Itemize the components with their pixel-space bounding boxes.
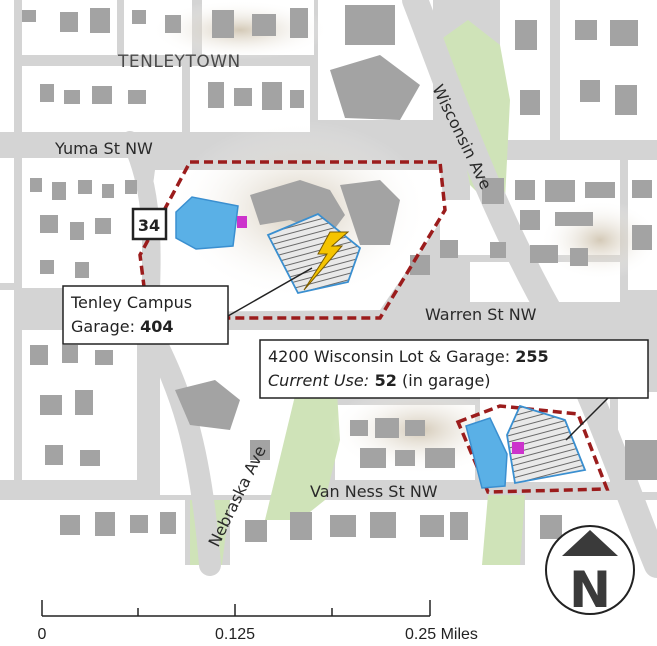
route-shield-number: 34 (138, 216, 160, 235)
tenley-callout-leader (227, 267, 313, 317)
scale-bar (41, 600, 431, 617)
tenley-marker (237, 216, 247, 228)
route-shield: 34 (131, 207, 168, 241)
tenley-callout: Tenley Campus Garage: 404 (62, 285, 229, 345)
wisconsin-surface-lot (465, 417, 508, 489)
wisconsin-callout-current-use: Current Use: 52 (in garage) (268, 371, 491, 390)
buildings (22, 5, 657, 542)
lightning-bolt-icon (303, 231, 350, 291)
street-label-van-ness: Van Ness St NW (310, 482, 438, 501)
wisconsin-callout-title: 4200 Wisconsin Lot & Garage: 255 (268, 347, 549, 366)
tenley-campus-boundary (138, 160, 447, 320)
scale-tick-mid: 0.125 (215, 626, 255, 643)
scale-tick-0: 0 (38, 626, 47, 643)
tenley-callout-capacity: Garage: 404 (71, 317, 173, 336)
street-label-yuma: Yuma St NW (54, 139, 153, 158)
tenley-surface-lot (175, 196, 239, 250)
wisconsin-marker (512, 442, 524, 454)
wisconsin-garage (506, 404, 587, 485)
wisconsin-callout-leader (565, 397, 609, 441)
scale-tick-end: 0.25 Miles (405, 626, 478, 643)
street-label-warren: Warren St NW (425, 305, 537, 324)
north-arrow-icon: N (545, 525, 635, 619)
tenley-callout-title: Tenley Campus (70, 293, 192, 312)
north-arrow-letter: N (569, 561, 611, 619)
neighborhood-label: TENLEYTOWN (117, 52, 241, 72)
wisconsin-callout: 4200 Wisconsin Lot & Garage: 255 Current… (259, 339, 649, 399)
park-areas (190, 20, 525, 565)
